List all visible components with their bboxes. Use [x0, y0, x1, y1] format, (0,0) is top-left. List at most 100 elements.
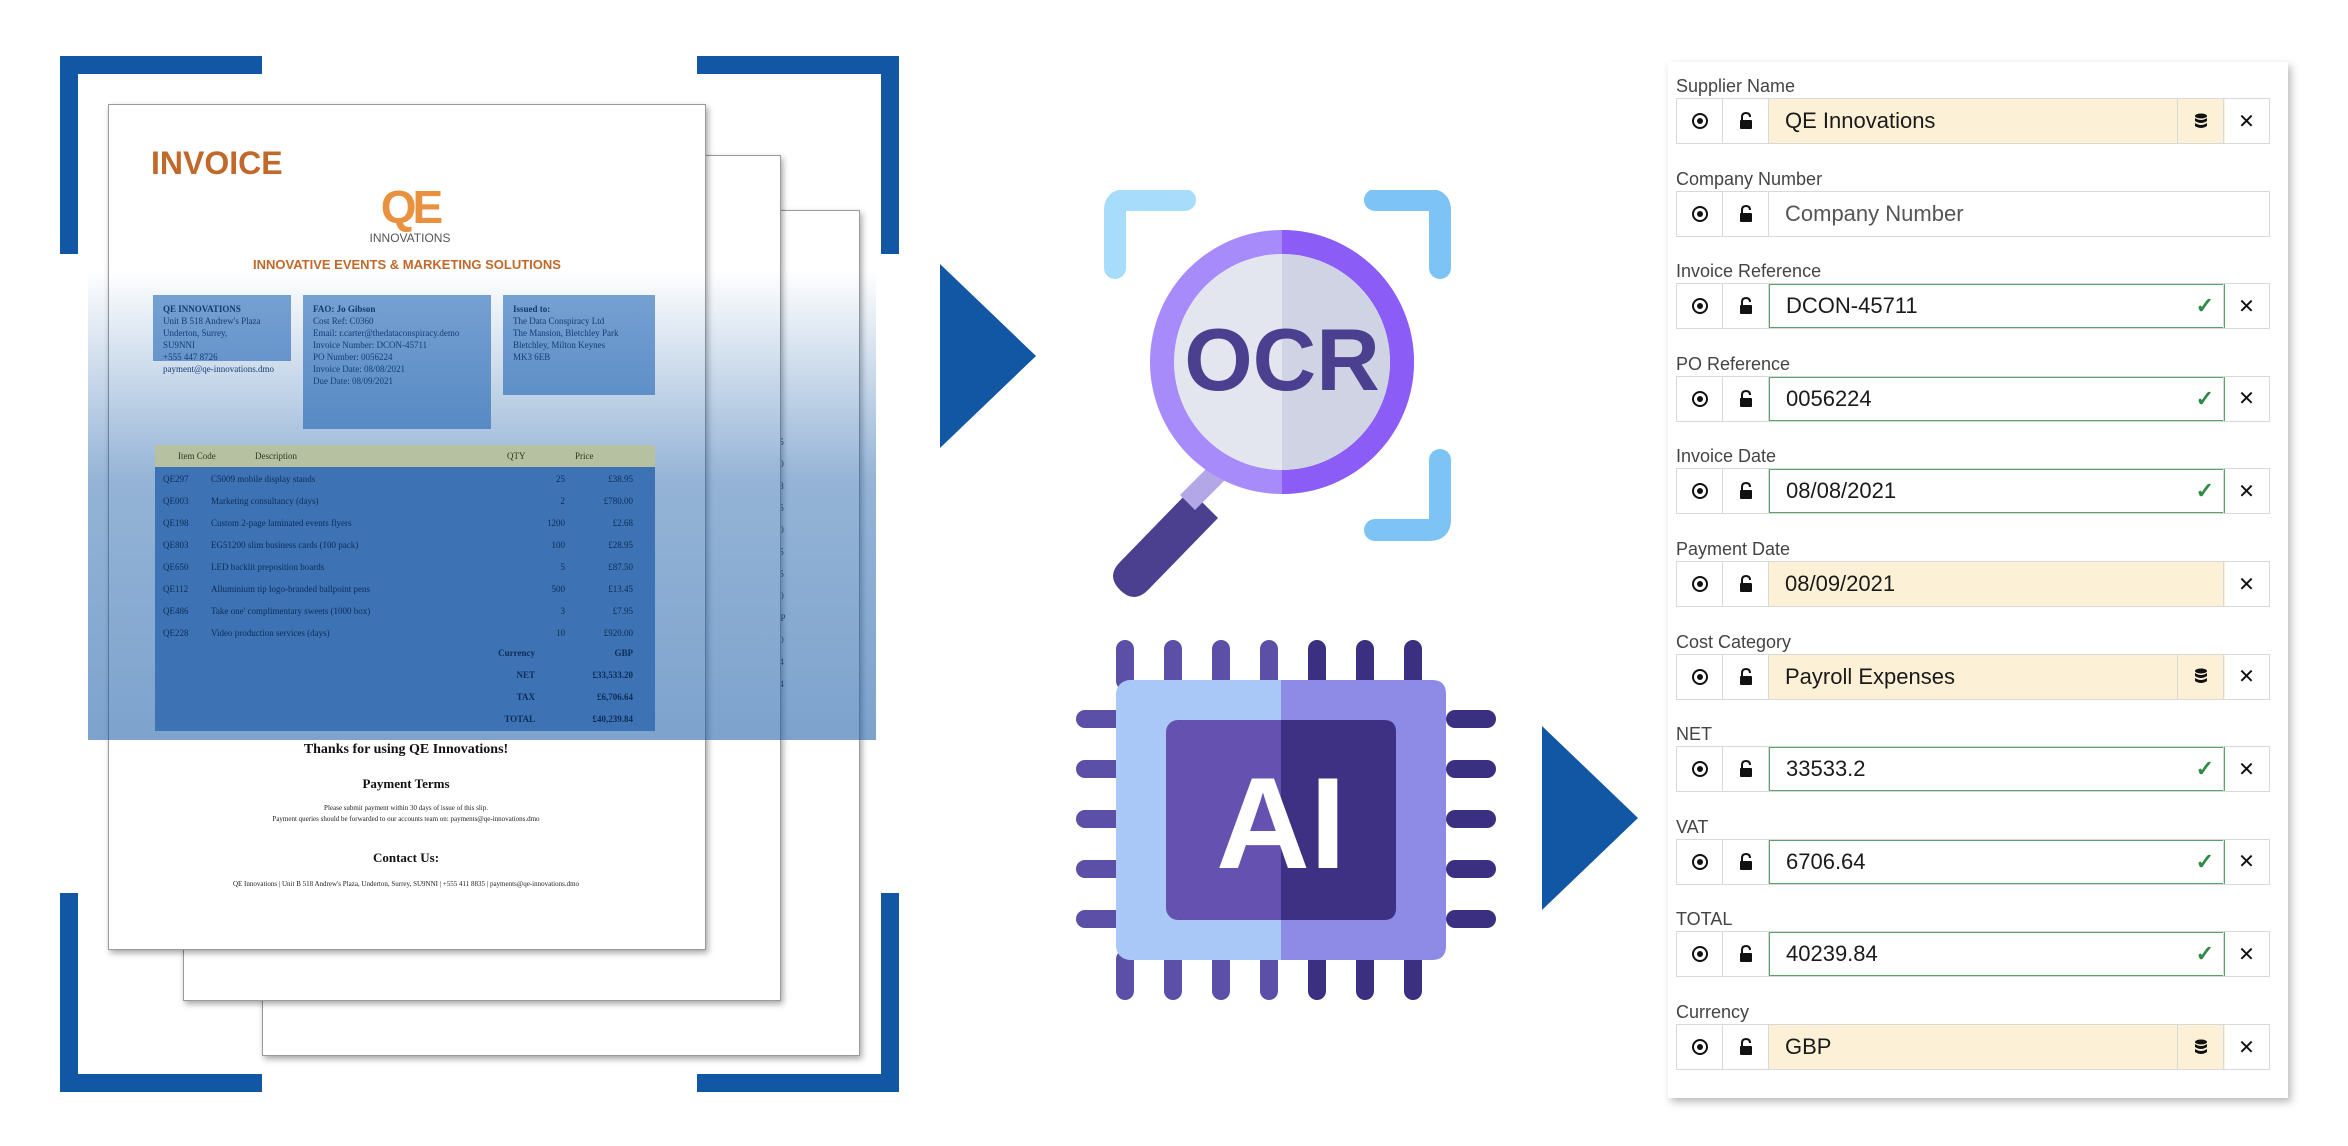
check-icon: ✓ — [2195, 385, 2214, 411]
unlock-icon[interactable] — [1723, 284, 1769, 329]
field-label: TOTAL — [1676, 909, 1733, 930]
bracket-bottom-left-v — [60, 893, 78, 1092]
table-cell: 25 — [556, 474, 565, 484]
check-icon: ✓ — [2195, 478, 2214, 504]
target-icon[interactable] — [1677, 839, 1723, 884]
check-icon: ✓ — [2195, 848, 2214, 874]
field-row: Payroll Expenses✕ — [1676, 653, 2270, 700]
field-value: 33533.2 — [1786, 756, 1866, 782]
target-icon[interactable] — [1677, 376, 1723, 421]
field-input[interactable]: 08/09/2021 — [1769, 562, 2225, 606]
bracket-bottom-right-h — [697, 1074, 899, 1092]
field-input[interactable]: GBP — [1769, 1025, 2225, 1069]
database-icon[interactable] — [2177, 99, 2223, 143]
close-icon[interactable]: ✕ — [2223, 839, 2269, 884]
field-value: 08/09/2021 — [1785, 571, 1896, 596]
target-icon[interactable] — [1677, 1025, 1723, 1069]
field-value: GBP — [1785, 1034, 1832, 1059]
target-icon[interactable] — [1677, 562, 1723, 606]
target-icon[interactable] — [1677, 747, 1723, 792]
table-cell: Alluminium tip logo-branded ballpoint pe… — [211, 584, 370, 594]
contact-heading: Contact Us: — [372, 850, 440, 865]
field-input[interactable]: 40239.84✓ — [1769, 932, 2225, 977]
ai-chip-icon: AI — [1076, 640, 1496, 1000]
payment-terms-heading: Payment Terms — [362, 776, 450, 791]
field-label: VAT — [1676, 816, 1709, 837]
unlock-icon[interactable] — [1723, 932, 1769, 977]
totals-value: £6,706.64 — [597, 692, 633, 702]
invoice-footer: QE Innovations | Unit B 518 Andrew's Pla… — [232, 880, 580, 888]
field-row: DCON-45711✓✕ — [1676, 283, 2270, 330]
unlock-icon[interactable] — [1723, 839, 1769, 884]
target-icon[interactable] — [1677, 654, 1723, 699]
target-icon[interactable] — [1677, 469, 1723, 514]
table-cell: £13.45 — [608, 584, 633, 594]
unlock-icon[interactable] — [1723, 1025, 1769, 1069]
close-icon[interactable]: ✕ — [2223, 284, 2269, 329]
unlock-icon[interactable] — [1723, 654, 1769, 699]
totals-label: TOTAL — [504, 714, 535, 724]
unlock-icon[interactable] — [1723, 99, 1769, 143]
close-icon[interactable]: ✕ — [2223, 654, 2269, 699]
totals-label: TAX — [516, 692, 535, 702]
invoice-thanks: Thanks for using QE Innovations! — [303, 742, 509, 757]
field-input[interactable]: 0056224✓ — [1769, 376, 2225, 421]
table-cell: £28.95 — [608, 540, 633, 550]
check-icon: ✓ — [2195, 293, 2214, 319]
target-icon[interactable] — [1677, 191, 1723, 236]
close-icon[interactable]: ✕ — [2223, 469, 2269, 514]
unlock-icon[interactable] — [1723, 469, 1769, 514]
unlock-icon[interactable] — [1723, 191, 1769, 236]
table-cell: EG51200 slim business cards (100 pack) — [211, 540, 359, 550]
field-input[interactable]: 33533.2 ✓ — [1769, 747, 2225, 792]
close-icon[interactable]: ✕ — [2223, 376, 2269, 421]
table-cell: 500 — [551, 584, 566, 594]
table-cell: 3 — [560, 606, 566, 616]
field-label: Cost Category — [1676, 631, 1792, 652]
table-cell: QE003 — [163, 496, 189, 506]
bracket-bottom-left-h — [60, 1074, 262, 1092]
field-input[interactable]: 6706.64 ✓ — [1769, 839, 2225, 884]
field-input[interactable]: Payroll Expenses — [1769, 654, 2225, 699]
ocr-magnifier-icon: OCR — [1104, 190, 1451, 597]
close-icon[interactable]: ✕ — [2223, 932, 2269, 977]
close-icon[interactable]: ✕ — [2223, 562, 2269, 606]
field-input[interactable]: DCON-45711✓ — [1769, 284, 2225, 329]
totals-row: TAX £6,706.64 — [155, 687, 655, 709]
database-icon[interactable] — [2177, 1025, 2223, 1069]
totals-label: NET — [516, 670, 535, 680]
field-input[interactable]: 08/08/2021✓ — [1769, 469, 2225, 514]
close-icon[interactable]: ✕ — [2223, 1025, 2269, 1069]
target-icon[interactable] — [1677, 284, 1723, 329]
field-input[interactable]: Company Number — [1769, 192, 2271, 236]
target-icon[interactable] — [1677, 99, 1723, 143]
unlock-icon[interactable] — [1723, 562, 1769, 606]
target-icon[interactable] — [1677, 932, 1723, 977]
database-icon[interactable] — [2177, 654, 2223, 699]
unlock-icon[interactable] — [1723, 747, 1769, 792]
qe-logo: QE INNOVATIONS — [369, 181, 451, 245]
close-icon[interactable]: ✕ — [2223, 747, 2269, 792]
field-label: NET — [1676, 724, 1712, 745]
table-cell: £87.50 — [608, 562, 633, 572]
field-input[interactable]: QE Innovations — [1769, 99, 2225, 143]
table-cell: LED backlit preposition boards — [211, 562, 325, 572]
table-cell: 2 — [560, 496, 566, 506]
bracket-top-left-v — [60, 56, 78, 254]
totals-row: NET£33,533.20 — [155, 665, 655, 687]
check-icon: ✓ — [2195, 756, 2214, 782]
totals-row: TOTAL£40,239.84 — [155, 709, 655, 731]
table-header: Item Code Description QTY Price — [155, 445, 655, 467]
close-icon[interactable]: ✕ — [2223, 99, 2269, 143]
field-row: 08/09/2021 ✕ — [1676, 561, 2270, 607]
bracket-top-right-v — [881, 56, 899, 254]
table-cell: Marketing consultancy (days) — [211, 496, 319, 506]
table-cell: QE112 — [163, 584, 189, 594]
field-value: Company Number — [1785, 200, 1964, 226]
field-value: QE Innovations — [1785, 108, 1936, 133]
field-value: 6706.64 — [1786, 848, 1866, 874]
totals-value: GBP — [614, 648, 633, 658]
unlock-icon[interactable] — [1723, 376, 1769, 421]
